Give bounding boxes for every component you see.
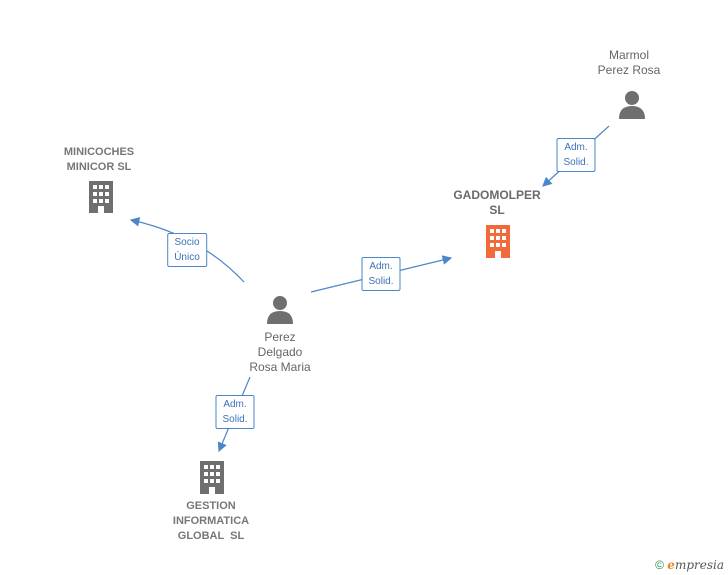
person-icon[interactable]	[265, 294, 295, 324]
brand-logo: empresia	[667, 558, 724, 572]
edge-label-adm-solid-marmol: Adm. Solid.	[556, 138, 596, 172]
footer-copyright: © empresia	[655, 558, 724, 572]
person-label-marmol[interactable]: Marmol Perez Rosa	[597, 48, 661, 77]
edge-label-adm-solid-main: Adm. Solid.	[361, 257, 401, 291]
edge-label-adm-solid-gestion: Adm. Solid.	[215, 395, 255, 429]
building-icon[interactable]	[483, 224, 515, 259]
copyright-icon: ©	[655, 558, 664, 572]
person-label-perez[interactable]: Perez Delgado Rosa Maria	[249, 330, 311, 374]
person-icon[interactable]	[617, 89, 647, 119]
building-icon[interactable]	[197, 460, 229, 495]
building-icon[interactable]	[86, 180, 118, 214]
edge-label-socio-unico: Socio Único	[167, 233, 207, 267]
company-label-gadomolper[interactable]: GADOMOLPER SL	[453, 188, 541, 217]
company-label-minicoches[interactable]: MINICOCHES MINICOR SL	[63, 146, 135, 173]
company-label-gestion[interactable]: GESTION INFORMATICA GLOBAL SL	[172, 500, 250, 542]
